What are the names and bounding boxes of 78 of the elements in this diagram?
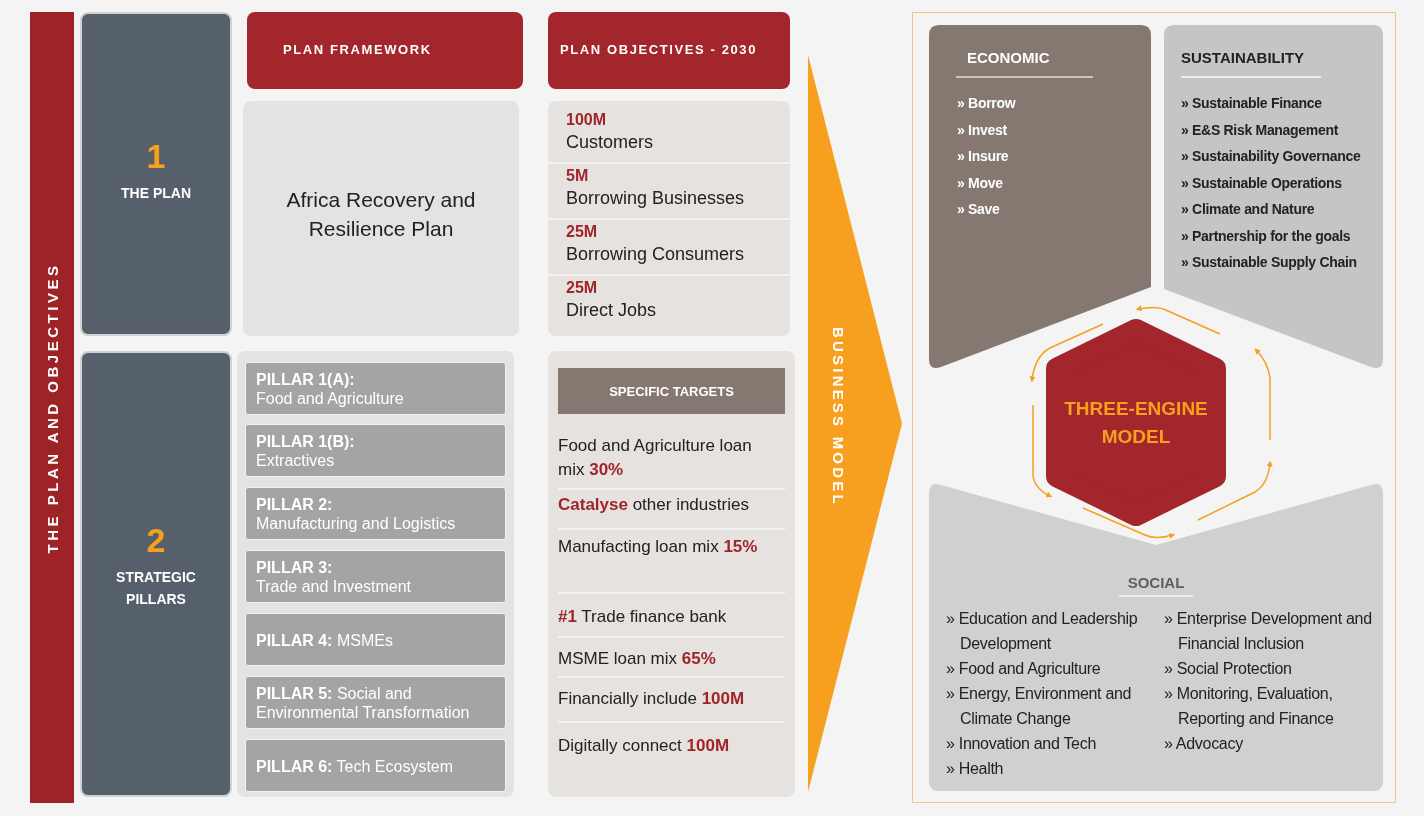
targets-panel — [548, 351, 795, 797]
header-title: PLAN OBJECTIVES - 2030 — [560, 42, 759, 57]
objective-value: 25M — [566, 279, 598, 297]
frame-border — [912, 12, 1396, 803]
pillars-panel — [237, 351, 514, 797]
social-item: » Health — [946, 759, 1005, 779]
engine-panel — [1164, 25, 1383, 371]
pillar-label: PILLAR 3: Trade and Investment — [256, 557, 413, 596]
hexagon — [1046, 319, 1226, 526]
pillar-card — [245, 487, 506, 540]
section-panel — [80, 12, 232, 336]
hexagon-title: THREE-ENGINE MODEL — [1063, 397, 1209, 449]
engine-item: » Save — [957, 201, 1000, 217]
target-text: Digitally connect 100M — [558, 735, 731, 757]
section-number: 1 — [145, 136, 167, 176]
engine-item: » E&S Risk Management — [1181, 121, 1339, 138]
social-item: » Social Protection — [1164, 659, 1293, 679]
header-banner — [548, 12, 790, 89]
side-banner — [30, 12, 74, 803]
social-item: » Education and Leadership Development — [946, 609, 1139, 654]
section-panel — [80, 351, 232, 797]
chevron-label: BUSINESS MODEL — [830, 327, 847, 507]
engine-item: » Borrow — [957, 95, 1016, 111]
engine-item: » Move — [957, 174, 1003, 191]
target-text: #1 Trade finance bank — [558, 606, 728, 628]
social-title: SOCIAL — [1126, 574, 1186, 591]
objective-value: 25M — [566, 223, 598, 241]
objective-label: Borrowing Consumers — [566, 244, 745, 265]
target-text: Financially include 100M — [558, 688, 746, 710]
pillar-card — [245, 739, 506, 792]
objective-label: Borrowing Businesses — [566, 188, 745, 209]
engine-title: ECONOMIC — [967, 49, 1050, 66]
social-item: » Innovation and Tech — [946, 734, 1097, 754]
social-item: » Energy, Environment and Climate Change — [946, 684, 1133, 729]
section-title: THE PLAN — [120, 184, 192, 203]
engine-item: » Climate and Nature — [1181, 201, 1315, 217]
pillar-label: PILLAR 2: Manufacturing and Logistics — [256, 494, 457, 533]
pillar-card — [245, 362, 506, 415]
objective-value: 100M — [566, 111, 607, 129]
engine-item: » Insure — [957, 148, 1009, 164]
targets-title: SPECIFIC TARGETS — [608, 384, 735, 399]
target-text: Food and Agriculture loan mix 30% — [558, 435, 753, 481]
engine-item: » Invest — [957, 121, 1007, 138]
plan-name: Africa Recovery and Resilience Plan — [285, 187, 477, 242]
social-item: » Monitoring, Evaluation, Reporting and Finance — [1164, 684, 1335, 729]
section-number: 2 — [145, 520, 167, 560]
pillar-label: PILLAR 1(B): Extractives — [256, 431, 356, 470]
pillar-label: PILLAR 5: Social and Environmental Transformation — [256, 683, 471, 722]
social-item: » Advocacy — [1164, 734, 1244, 754]
engine-item: » Partnership for the goals — [1181, 227, 1351, 244]
pillar-label: PILLAR 1(A): Food and Agriculture — [256, 369, 405, 408]
banner-title: THE PLAN AND OBJECTIVES — [43, 262, 61, 553]
engine-item: » Sustainable Finance — [1181, 95, 1322, 111]
header-banner — [247, 12, 523, 89]
pillar-card — [245, 613, 506, 666]
engine-item: » Sustainable Supply Chain — [1181, 254, 1357, 270]
engine-title: SUSTAINABILITY — [1181, 49, 1305, 66]
social-panel — [929, 481, 1383, 791]
pillar-label: PILLAR 4: MSMEs — [256, 630, 394, 649]
section-title: STRATEGIC PILLARS — [115, 568, 197, 609]
targets-header — [558, 368, 785, 414]
header-title: PLAN FRAMEWORK — [282, 42, 433, 57]
engine-panel — [929, 25, 1151, 371]
objective-label: Customers — [566, 132, 654, 153]
objective-label: Direct Jobs — [566, 300, 657, 321]
pillar-card — [245, 550, 506, 603]
pillar-label: PILLAR 6: Tech Ecosystem — [256, 756, 455, 775]
target-text: MSME loan mix 65% — [558, 648, 717, 670]
social-item: » Enterprise Development and Financial Inclusion — [1164, 609, 1373, 654]
social-item: » Food and Agriculture — [946, 659, 1102, 679]
engine-item: » Sustainable Operations — [1181, 174, 1342, 191]
pillar-card — [245, 676, 506, 729]
target-text: Manufacting loan mix 15% — [558, 536, 759, 558]
engine-item: » Sustainability Governance — [1181, 148, 1361, 164]
target-text: Catalyse other industries — [558, 494, 750, 516]
objective-value: 5M — [566, 167, 589, 185]
chevron-arrow — [808, 55, 902, 792]
pillar-card — [245, 424, 506, 477]
